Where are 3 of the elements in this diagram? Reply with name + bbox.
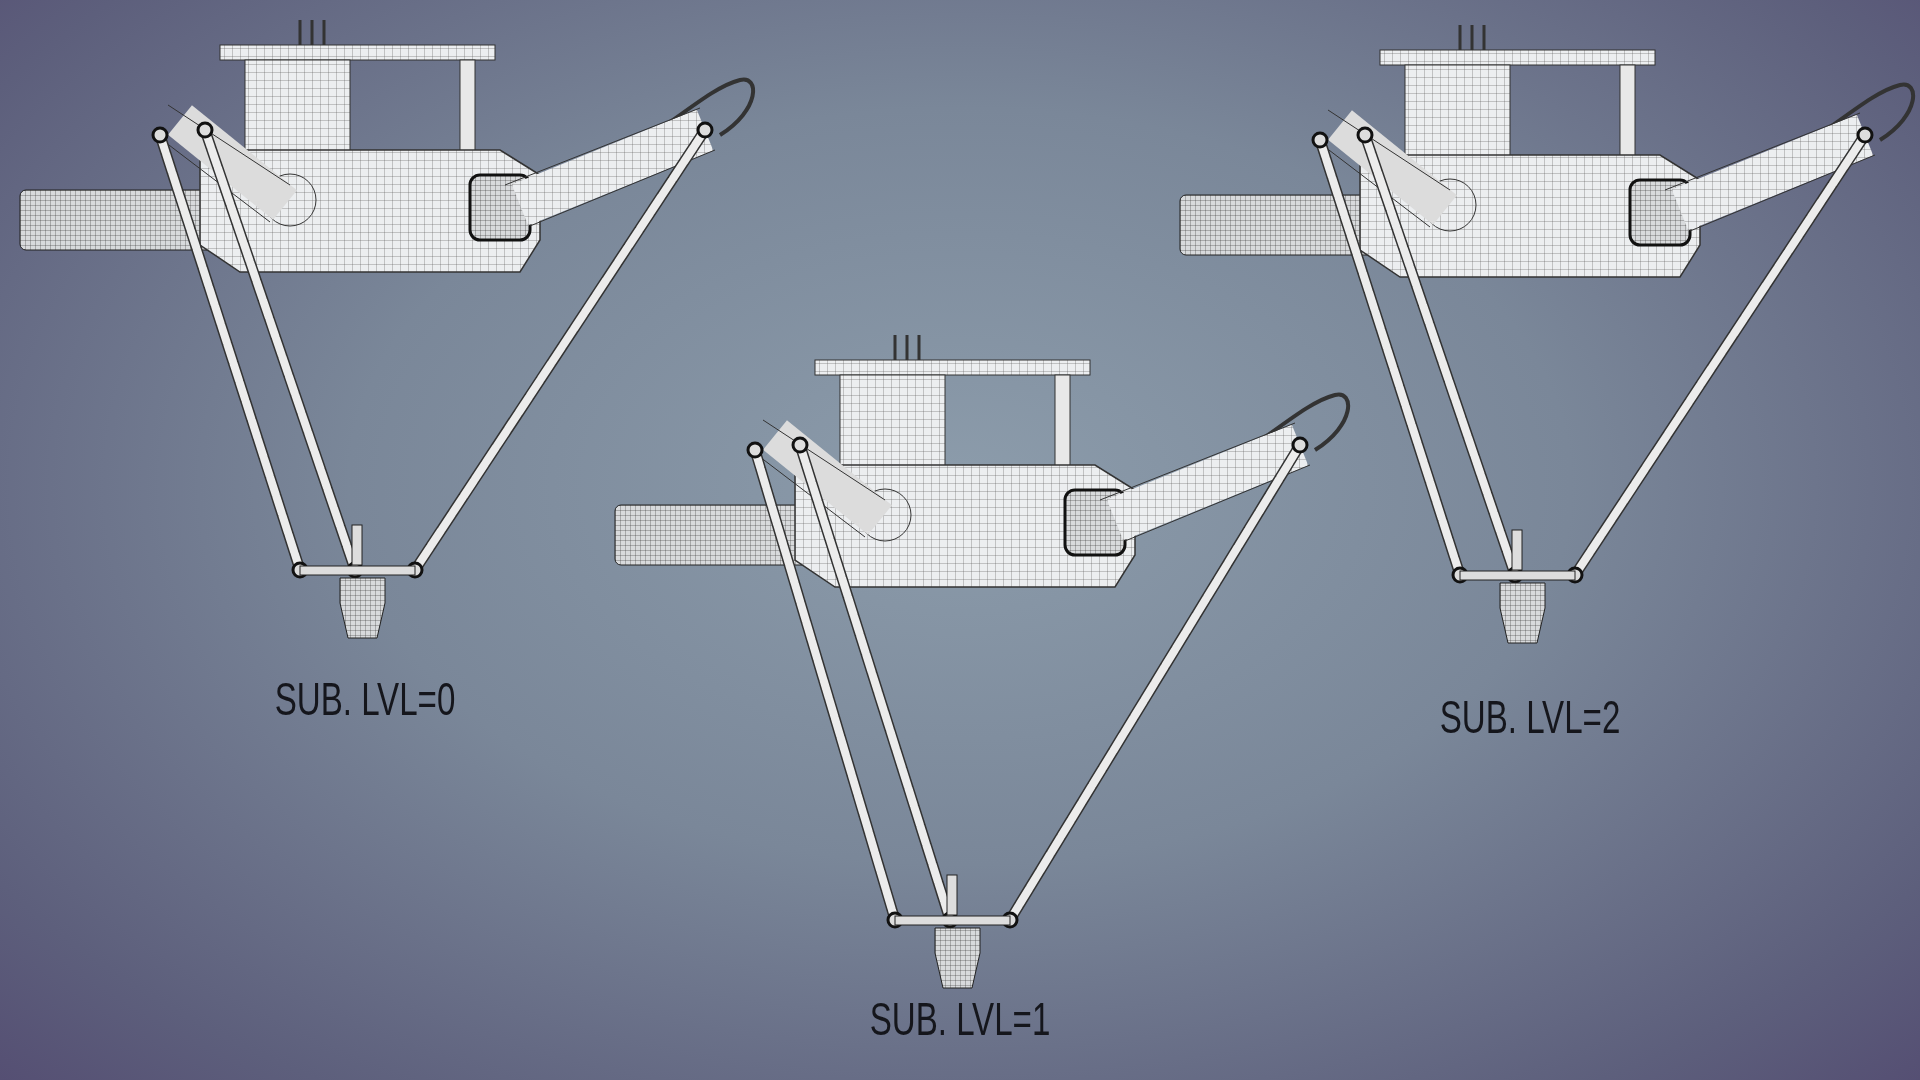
subdivision-level-label: SUB. LVL=2	[1439, 690, 1621, 744]
subdivision-level-label: SUB. LVL=1	[869, 992, 1051, 1046]
subdivision-level-label: SUB. LVL=0	[274, 672, 456, 726]
